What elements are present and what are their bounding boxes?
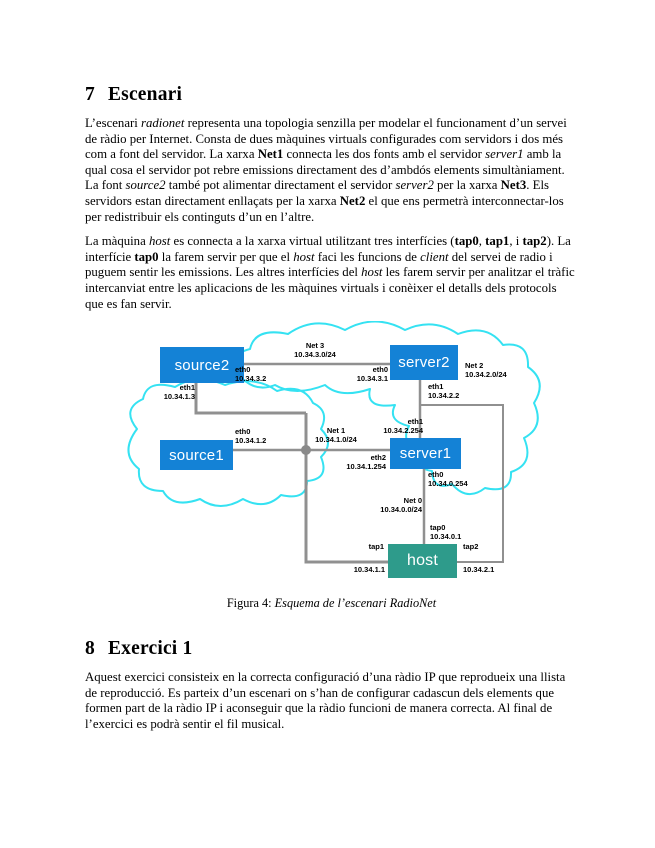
cloud-top bbox=[232, 321, 541, 496]
junction-dot bbox=[301, 445, 311, 456]
section-title: Escenari bbox=[107, 84, 183, 105]
section-number: 8 bbox=[85, 638, 95, 660]
node-server1: server1 bbox=[390, 438, 461, 470]
node-server2: server2 bbox=[390, 345, 458, 381]
node-host: host bbox=[388, 544, 457, 579]
document-page: 7 Escenari L’escenari radionet represent… bbox=[85, 84, 578, 731]
iface-label-host-tap2-name: tap2 bbox=[463, 542, 479, 552]
figure-caption-title: Esquema de l’escenari RadioNet bbox=[274, 596, 437, 611]
node-source1: source1 bbox=[160, 440, 233, 471]
network-diagram: source2 server2 source1 server1 host Net… bbox=[125, 321, 545, 586]
section-number: 7 bbox=[85, 84, 95, 105]
node-source2: source2 bbox=[160, 347, 244, 384]
section-8-heading: 8 Exercici 1 bbox=[85, 638, 577, 660]
section-7-heading: 7 Escenari bbox=[85, 84, 577, 106]
link-net1-source2 bbox=[194, 383, 306, 415]
iface-label-host-tap2-ip: 10.34.2.1 bbox=[463, 565, 495, 575]
section-title: Exercici 1 bbox=[107, 638, 193, 660]
link-lines bbox=[194, 362, 504, 564]
iface-label-host-tap1-name: tap1 bbox=[368, 542, 384, 552]
body-paragraph: La màquina host es connecta a la xarxa v… bbox=[85, 234, 575, 311]
figure-caption-label: Figura 4: bbox=[226, 596, 272, 611]
figure-caption: Figura 4: Esquema de l’escenari RadioNet bbox=[85, 596, 578, 611]
link-net2-tap2 bbox=[420, 404, 504, 564]
body-paragraph: Aquest exercici consisteix en la correct… bbox=[85, 670, 566, 731]
body-paragraph: L’escenari radionet representa una topol… bbox=[85, 116, 567, 224]
iface-label-host-tap1-ip: 10.34.1.1 bbox=[353, 565, 385, 575]
link-net1-tap1 bbox=[304, 413, 388, 564]
